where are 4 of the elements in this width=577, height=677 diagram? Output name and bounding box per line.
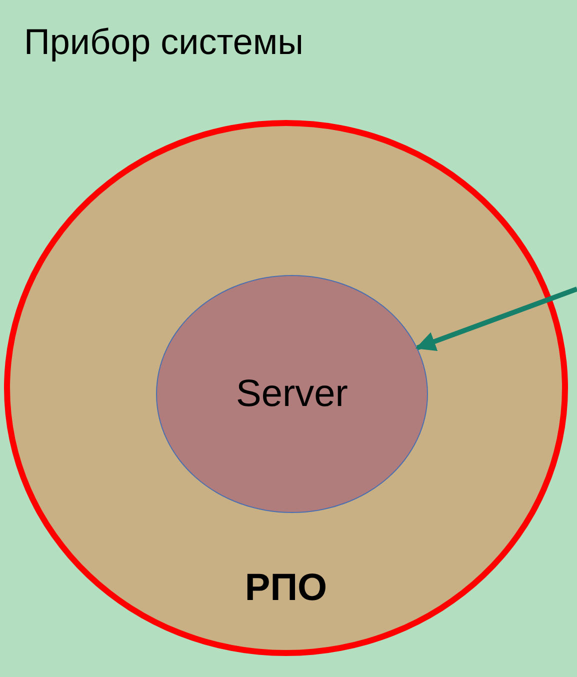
ellipse-label: Server [236, 372, 348, 417]
arrow [415, 286, 577, 351]
circle-label: РПО [244, 566, 328, 611]
panel-title: Прибор системы [24, 20, 304, 64]
